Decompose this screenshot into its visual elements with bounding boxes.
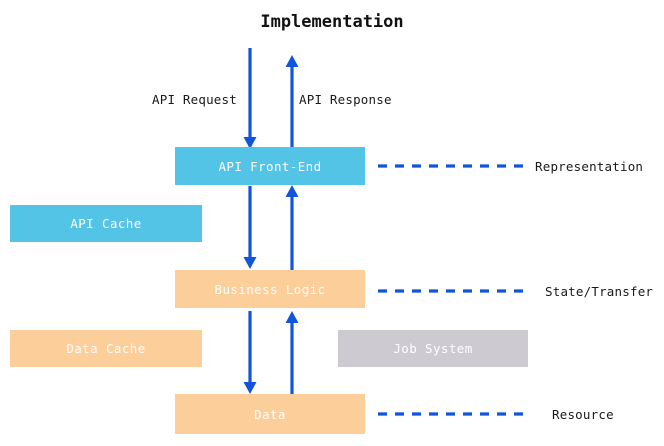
page-title: Implementation	[260, 12, 404, 32]
arrow-data-to-business	[285, 311, 299, 395]
edge-label-api-request: API Request	[152, 92, 237, 107]
arrow-api-request	[243, 48, 257, 149]
node-api-cache[interactable]: API Cache	[10, 205, 202, 242]
title-wrapper: Implementation	[93, 12, 571, 32]
node-job-system-label: Job System	[393, 341, 473, 356]
node-business-logic-label: Business Logic	[214, 281, 326, 297]
arrow-business-to-frontend	[285, 185, 299, 270]
node-job-system[interactable]: Job System	[338, 330, 528, 367]
node-api-front-end[interactable]: API Front-End	[175, 147, 365, 185]
node-data-cache[interactable]: Data Cache	[10, 330, 202, 367]
side-label-representation: Representation	[535, 159, 644, 174]
arrow-api-response	[285, 55, 299, 148]
node-business-logic[interactable]: Business Logic	[175, 270, 365, 308]
arrow-business-to-data	[243, 311, 257, 394]
node-data[interactable]: Data	[175, 394, 365, 434]
node-api-cache-label: API Cache	[70, 216, 142, 231]
side-label-state-transfer: State/Transfer	[545, 284, 654, 299]
node-api-front-end-label: API Front-End	[218, 158, 322, 174]
node-data-label: Data	[254, 406, 286, 422]
edge-label-api-response: API Response	[299, 92, 392, 107]
arrow-frontend-to-business	[243, 186, 257, 269]
node-data-cache-label: Data Cache	[66, 341, 146, 356]
side-label-resource: Resource	[552, 407, 614, 422]
